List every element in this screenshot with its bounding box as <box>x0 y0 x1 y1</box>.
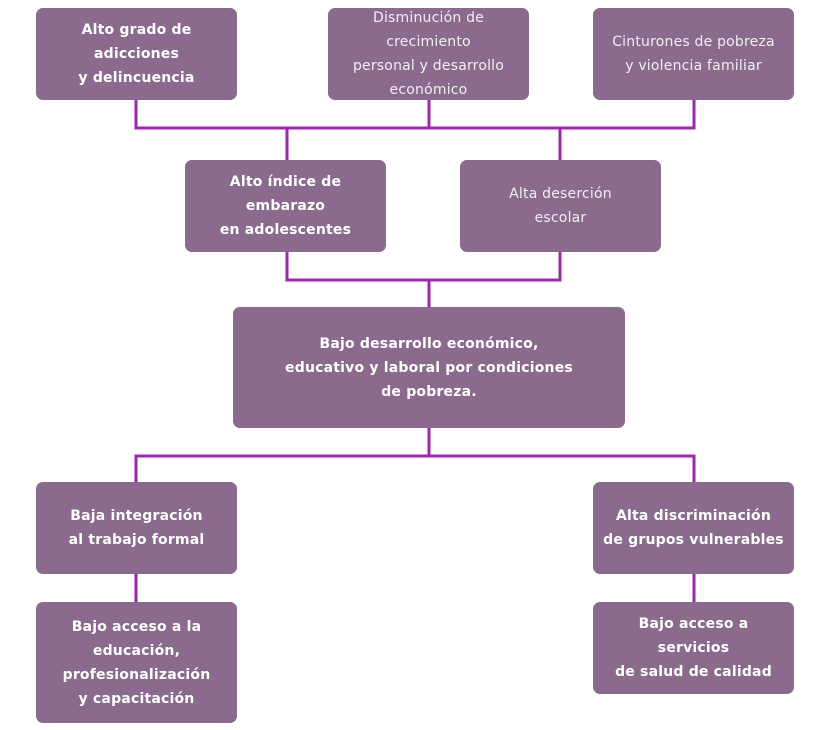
node-discriminacion-grupos: Alta discriminación de grupos vulnerable… <box>593 482 794 574</box>
node-label: Bajo acceso a servicios de salud de cali… <box>615 616 772 680</box>
node-embarazo-adolescentes: Alto índice de embarazo en adolescentes <box>185 160 386 252</box>
node-acceso-salud: Bajo acceso a servicios de salud de cali… <box>593 602 794 694</box>
node-label: Alta deserción escolar <box>509 186 612 226</box>
node-problema-central: Bajo desarrollo económico, educativo y l… <box>233 307 625 428</box>
node-acceso-educacion: Bajo acceso a la educación, profesionali… <box>36 602 237 723</box>
node-label: Disminución de crecimiento personal y de… <box>352 10 505 98</box>
node-label: Baja integración al trabajo formal <box>68 508 205 548</box>
node-adicciones-delincuencia: Alto grado de adicciones y delincuencia <box>36 8 237 100</box>
node-label: Cinturones de pobreza y violencia famili… <box>612 34 775 74</box>
node-cinturones-pobreza: Cinturones de pobreza y violencia famili… <box>593 8 794 100</box>
node-label: Bajo acceso a la educación, profesionali… <box>62 618 211 707</box>
node-label: Alto grado de adicciones y delincuencia <box>78 22 195 86</box>
node-label: Alta discriminación de grupos vulnerable… <box>603 508 784 548</box>
node-label: Bajo desarrollo económico, educativo y l… <box>285 335 573 400</box>
node-label: Alto índice de embarazo en adolescentes <box>219 174 352 238</box>
node-desercion-escolar: Alta deserción escolar <box>460 160 661 252</box>
node-integracion-trabajo: Baja integración al trabajo formal <box>36 482 237 574</box>
node-disminucion-crecimiento: Disminución de crecimiento personal y de… <box>328 8 529 100</box>
